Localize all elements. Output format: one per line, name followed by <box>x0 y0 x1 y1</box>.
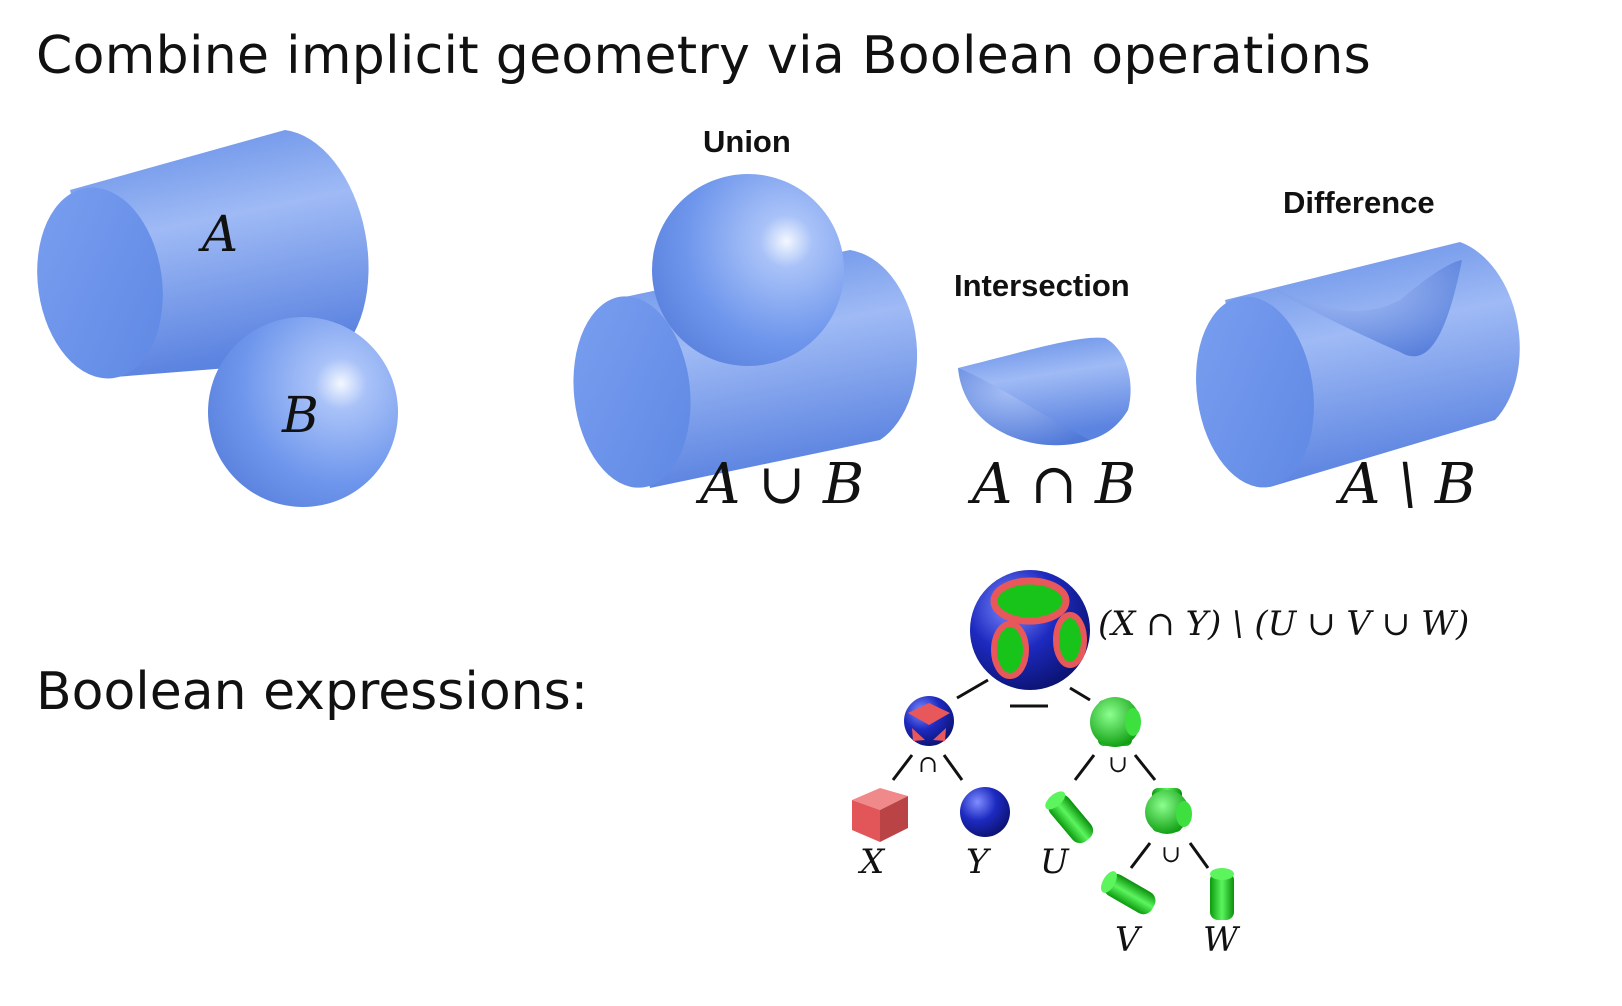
difference-shape <box>1196 242 1520 488</box>
difference-label: Difference <box>1283 185 1435 220</box>
page-title: Combine implicit geometry via Boolean op… <box>36 26 1372 86</box>
leaf-y-sphere <box>960 787 1010 837</box>
sphere-b <box>208 317 398 507</box>
leaf-x-cube <box>852 788 908 842</box>
intersection-label: Intersection <box>954 268 1130 303</box>
difference-expression: A \ B <box>1340 452 1477 517</box>
leaf-u-cylinder <box>1045 791 1094 844</box>
union-label: Union <box>703 124 791 159</box>
union-expression: A ∪ B <box>700 452 865 517</box>
boolean-expressions-heading: Boolean expressions: <box>36 662 589 722</box>
shape-b-label: B <box>282 386 319 444</box>
leaf-w-cylinder <box>1210 868 1234 920</box>
union-node-shape <box>1090 697 1141 747</box>
tree-op-union: ∪ <box>1108 750 1129 778</box>
root-expression: (X ∩ Y) \ (U ∪ V ∪ W) <box>1098 604 1470 644</box>
leaf-w-label: W <box>1203 920 1238 960</box>
union-sub-node-shape <box>1145 788 1192 834</box>
union-shape <box>573 174 918 488</box>
cylinder-a <box>37 130 369 379</box>
leaf-u-label: U <box>1040 842 1069 882</box>
intersection-shape <box>958 337 1131 446</box>
root-composite-shape <box>970 570 1090 690</box>
leaf-y-label: Y <box>966 842 989 882</box>
leaf-v-cylinder <box>1101 871 1156 915</box>
intersection-expression: A ∩ B <box>972 452 1137 517</box>
shape-a-label: A <box>202 205 239 263</box>
intersect-node-shape <box>904 696 954 746</box>
tree-connectors <box>891 678 1210 869</box>
tree-op-intersect: ∩ <box>918 750 939 778</box>
leaf-v-label: V <box>1115 920 1140 960</box>
leaf-x-label: X <box>860 842 885 882</box>
tree-op-union-sub: ∪ <box>1161 840 1182 868</box>
